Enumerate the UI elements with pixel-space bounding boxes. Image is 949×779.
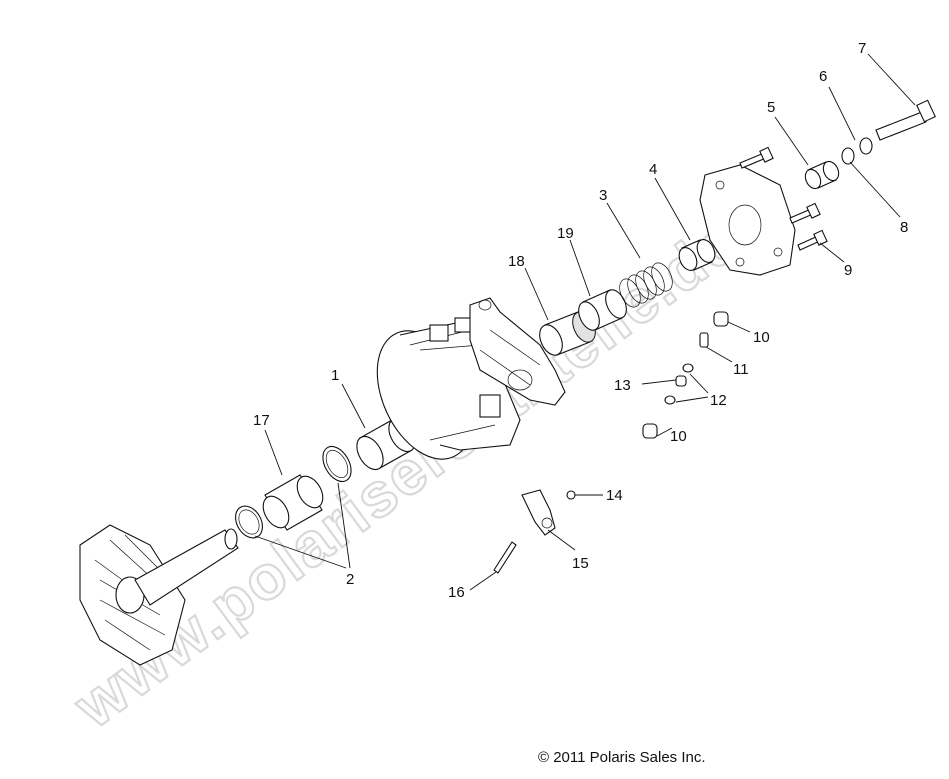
roller-10-upper — [713, 311, 729, 327]
bushing-17 — [262, 474, 324, 531]
bolt-7 — [875, 99, 936, 141]
callout-13: 13 — [614, 377, 631, 394]
watermark: www.polarisersatzteile.de — [61, 207, 751, 742]
callout-18: 18 — [508, 253, 525, 270]
washer-6 — [859, 137, 873, 155]
callout-6: 6 — [819, 68, 827, 85]
copyright-notice: © 2011 Polaris Sales Inc. — [538, 749, 706, 766]
callout-10-lower: 10 — [670, 428, 687, 445]
moveable-sheave — [376, 317, 521, 460]
callout-14: 14 — [606, 487, 623, 504]
washer-8 — [841, 147, 855, 165]
callout-2: 2 — [346, 571, 354, 588]
washer-12a — [682, 363, 694, 373]
callout-12: 12 — [710, 392, 727, 409]
roller-13 — [675, 375, 687, 387]
callout-5: 5 — [767, 99, 775, 116]
pin-16 — [493, 541, 517, 574]
callout-3: 3 — [599, 187, 607, 204]
fixed-sheave-shaft — [79, 524, 239, 666]
bushing-4 — [678, 239, 716, 271]
callout-8: 8 — [900, 219, 908, 236]
callout-17: 17 — [253, 412, 270, 429]
spring-3 — [619, 262, 673, 308]
pin-11 — [699, 332, 709, 348]
callout-9: 9 — [844, 262, 852, 279]
callout-15: 15 — [572, 555, 589, 572]
callout-11: 11 — [733, 361, 749, 378]
spacer-5 — [804, 160, 840, 190]
callout-7: 7 — [858, 40, 866, 57]
callout-19: 19 — [557, 225, 574, 242]
bolts-9 — [739, 146, 828, 251]
bushing-19 — [578, 289, 627, 331]
snap-ring-upper — [322, 445, 352, 483]
callout-16: 16 — [448, 584, 465, 601]
washer-12b — [664, 395, 676, 405]
callout-numbers: 1 2 3 4 5 6 7 8 9 10 11 12 13 10 14 15 1… — [253, 40, 908, 601]
nut-14 — [566, 490, 576, 500]
leader-lines — [254, 53, 916, 591]
callout-10-upper: 10 — [753, 329, 770, 346]
cover-plate — [699, 164, 796, 276]
weight-15 — [521, 489, 556, 536]
callout-4: 4 — [649, 161, 657, 178]
roller-10-lower — [642, 423, 658, 439]
callout-1: 1 — [331, 367, 339, 384]
spider-assembly — [469, 297, 566, 406]
